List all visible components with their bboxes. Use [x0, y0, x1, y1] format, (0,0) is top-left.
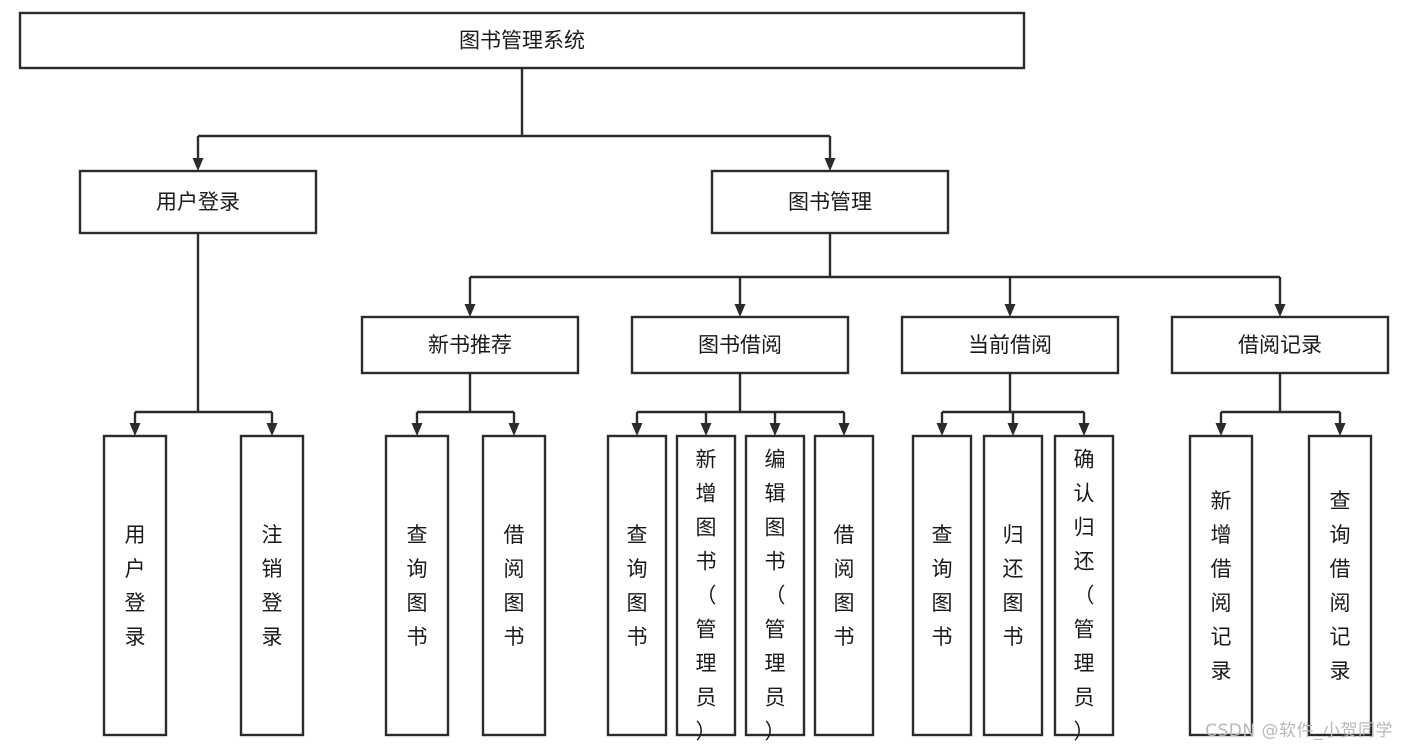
- node-leaf-rec-query-book[interactable]: 查询图书: [384, 434, 450, 737]
- node-box-current-borrow[interactable]: [900, 315, 1120, 375]
- node-box-leaf-rec-query-book[interactable]: [384, 434, 450, 737]
- edge-group-borrow-record: [1215, 373, 1346, 436]
- connector-layer: [129, 68, 1346, 436]
- node-leaf-user-login[interactable]: 用户登录: [102, 434, 168, 737]
- node-label-leaf-cur-confirm-return: 确认归还（管理员）: [1074, 447, 1095, 743]
- arrow-head-icon: [769, 423, 781, 436]
- node-book-borrow[interactable]: 图书借阅: [630, 315, 850, 375]
- arrow-head-icon: [824, 158, 836, 171]
- node-leaf-borrow-add-book[interactable]: 新增图书（管理员）: [675, 434, 737, 743]
- arrow-head-icon: [1078, 423, 1090, 436]
- arrow-head-icon: [1007, 423, 1019, 436]
- arrow-head-icon: [1274, 304, 1286, 317]
- edge-group-user-login: [129, 233, 278, 436]
- node-layer: 图书管理系统用户登录图书管理新书推荐图书借阅当前借阅借阅记录用户登录注销登录查询…: [18, 11, 1390, 743]
- node-box-leaf-user-login[interactable]: [102, 434, 168, 737]
- node-leaf-rec-borrow-book[interactable]: 借阅图书: [481, 434, 547, 737]
- arrow-head-icon: [631, 423, 643, 436]
- node-label-leaf-borrow-edit-book: 编辑图书（管理员）: [765, 447, 786, 743]
- node-label-root: 图书管理系统: [459, 29, 585, 53]
- node-box-leaf-borrow-borrow-book[interactable]: [813, 434, 875, 737]
- node-box-book-borrow[interactable]: [630, 315, 850, 375]
- arrow-head-icon: [734, 304, 746, 317]
- arrow-head-icon: [266, 423, 278, 436]
- node-box-leaf-borrow-edit-book[interactable]: [744, 434, 806, 737]
- node-box-user-login[interactable]: [78, 169, 318, 235]
- node-root[interactable]: 图书管理系统: [18, 11, 1026, 70]
- node-label-leaf-user-login: 用户登录: [125, 523, 146, 649]
- arrow-head-icon: [1004, 304, 1016, 317]
- node-user-login[interactable]: 用户登录: [78, 169, 318, 235]
- arrow-head-icon: [1334, 423, 1346, 436]
- node-box-leaf-rec-add-record[interactable]: [1188, 434, 1254, 737]
- node-label-leaf-user-logout: 注销登录: [262, 523, 283, 649]
- node-label-leaf-borrow-query-book: 查询图书: [627, 523, 648, 649]
- edge-group-book-borrow: [631, 373, 850, 436]
- node-borrow-record[interactable]: 借阅记录: [1170, 315, 1390, 375]
- arrow-head-icon: [464, 304, 476, 317]
- node-box-leaf-borrow-add-book[interactable]: [675, 434, 737, 737]
- arrow-head-icon: [838, 423, 850, 436]
- node-leaf-cur-query-book[interactable]: 查询图书: [911, 434, 973, 737]
- node-label-book-manage: 图书管理: [788, 190, 872, 214]
- node-box-leaf-borrow-query-book[interactable]: [606, 434, 668, 737]
- node-leaf-rec-query-record[interactable]: 查询借阅记录: [1307, 434, 1373, 737]
- node-box-leaf-rec-borrow-book[interactable]: [481, 434, 547, 737]
- csdn-watermark: CSDN @软件_小贺同学: [1205, 721, 1393, 741]
- node-label-leaf-rec-add-record: 新增借阅记录: [1211, 489, 1232, 683]
- arrow-head-icon: [129, 423, 141, 436]
- arrow-head-icon: [508, 423, 520, 436]
- node-leaf-borrow-borrow-book[interactable]: 借阅图书: [813, 434, 875, 737]
- node-label-leaf-rec-query-record: 查询借阅记录: [1330, 489, 1351, 683]
- node-label-leaf-borrow-add-book: 新增图书（管理员）: [696, 447, 717, 743]
- node-leaf-cur-return-book[interactable]: 归还图书: [982, 434, 1044, 737]
- node-box-leaf-user-logout[interactable]: [239, 434, 305, 737]
- node-label-book-borrow: 图书借阅: [698, 333, 782, 357]
- edge-group-new-book-rec: [411, 373, 520, 436]
- node-label-leaf-cur-query-book: 查询图书: [932, 523, 953, 649]
- node-box-root[interactable]: [18, 11, 1026, 70]
- node-leaf-borrow-query-book[interactable]: 查询图书: [606, 434, 668, 737]
- node-leaf-rec-add-record[interactable]: 新增借阅记录: [1188, 434, 1254, 737]
- node-leaf-user-logout[interactable]: 注销登录: [239, 434, 305, 737]
- node-label-leaf-cur-return-book: 归还图书: [1003, 523, 1024, 649]
- edge-group-root: [192, 68, 836, 171]
- node-box-leaf-cur-confirm-return[interactable]: [1053, 434, 1115, 737]
- arrow-head-icon: [192, 158, 204, 171]
- node-current-borrow[interactable]: 当前借阅: [900, 315, 1120, 375]
- edge-group-book-manage: [464, 233, 1286, 317]
- arrow-head-icon: [1215, 423, 1227, 436]
- node-label-borrow-record: 借阅记录: [1238, 333, 1322, 357]
- node-label-leaf-rec-query-book: 查询图书: [407, 523, 428, 649]
- node-box-new-book-rec[interactable]: [360, 315, 580, 375]
- node-box-leaf-rec-query-record[interactable]: [1307, 434, 1373, 737]
- node-box-leaf-cur-query-book[interactable]: [911, 434, 973, 737]
- node-label-user-login: 用户登录: [156, 190, 240, 214]
- arrow-head-icon: [411, 423, 423, 436]
- node-label-leaf-rec-borrow-book: 借阅图书: [504, 523, 525, 649]
- arrow-head-icon: [936, 423, 948, 436]
- node-box-leaf-cur-return-book[interactable]: [982, 434, 1044, 737]
- node-box-book-manage[interactable]: [710, 169, 950, 235]
- node-label-leaf-borrow-borrow-book: 借阅图书: [834, 523, 855, 649]
- node-label-current-borrow: 当前借阅: [968, 333, 1052, 357]
- node-leaf-borrow-edit-book[interactable]: 编辑图书（管理员）: [744, 434, 806, 743]
- node-box-borrow-record[interactable]: [1170, 315, 1390, 375]
- node-book-manage[interactable]: 图书管理: [710, 169, 950, 235]
- node-label-new-book-rec: 新书推荐: [428, 333, 512, 357]
- arrow-head-icon: [700, 423, 712, 436]
- edge-group-current-borrow: [936, 373, 1090, 436]
- node-new-book-rec[interactable]: 新书推荐: [360, 315, 580, 375]
- node-leaf-cur-confirm-return[interactable]: 确认归还（管理员）: [1053, 434, 1115, 743]
